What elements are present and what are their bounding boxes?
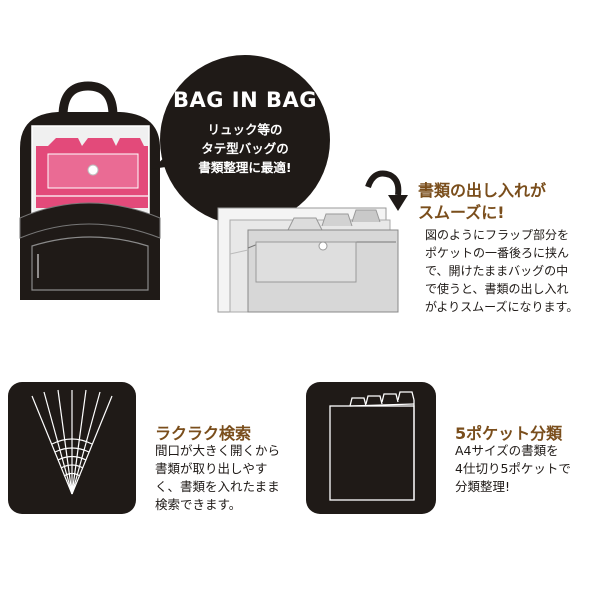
bubble-line-2: タテ型バッグの [201, 141, 289, 156]
bubble-title: BAG IN BAG [172, 88, 317, 112]
search-body-line-3: く、書類を入れたまま [155, 479, 280, 494]
smooth-body-line-1: 図のようにフラップ部分を [425, 228, 570, 242]
smooth-heading-line-2: スムーズに! [418, 203, 505, 222]
tabbed-folder-icon [329, 391, 415, 501]
search-heading: ラクラク検索 [155, 424, 252, 443]
search-body: 間口が大きく開くから 書類が取り出しやす く、書類を入れたまま 検索できます。 [155, 442, 280, 514]
pockets-body-line-2: 4仕切り5ポケットで [455, 461, 571, 476]
bubble-line-3: 書類整理に最適! [198, 160, 292, 175]
curved-arrow-icon [365, 170, 408, 211]
folder-flap-illustration [217, 207, 399, 313]
search-body-line-2: 書類が取り出しやす [155, 461, 268, 476]
tabbed-folder-box [306, 382, 436, 514]
pockets-body-line-3: 分類整理! [455, 479, 511, 494]
smooth-heading-line-1: 書類の出し入れが [418, 181, 547, 200]
pockets-heading: 5ポケット分類 [455, 424, 563, 443]
smooth-body-line-5: がよりスムーズになります。 [425, 300, 579, 314]
search-body-line-4: 検索できます。 [155, 497, 242, 512]
pockets-body-line-1: A4サイズの書類を [455, 443, 559, 458]
smooth-heading: 書類の出し入れが スムーズに! [418, 180, 546, 224]
smooth-body-line-3: で、開けたままバッグの中 [425, 264, 569, 278]
smooth-body-line-2: ポケットの一番後ろに挟ん [425, 246, 570, 260]
bubble-line-1: リュック等の [207, 122, 283, 137]
fan-folder-icon [31, 389, 113, 495]
pockets-body: A4サイズの書類を 4仕切り5ポケットで 分類整理! [455, 442, 571, 496]
fan-folder-box [8, 382, 136, 514]
bag-in-bag-bubble: BAG IN BAG リュック等の タテ型バッグの 書類整理に最適! [160, 55, 330, 225]
smooth-body: 図のようにフラップ部分を ポケットの一番後ろに挟ん で、開けたままバッグの中 で… [425, 226, 578, 316]
search-body-line-1: 間口が大きく開くから [155, 443, 281, 458]
backpack-illustration [19, 81, 161, 300]
smooth-body-line-4: で使うと、書類の出し入れ [425, 282, 569, 296]
